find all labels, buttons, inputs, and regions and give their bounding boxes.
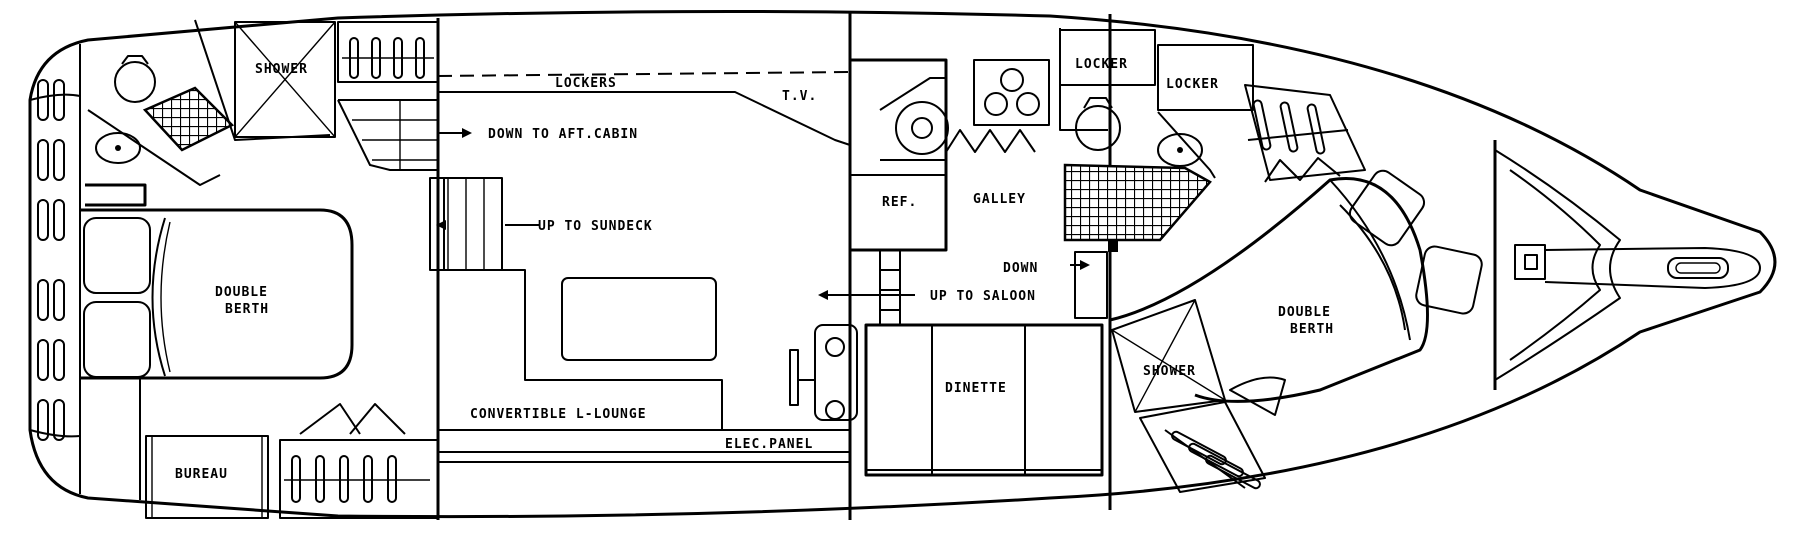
stairs-down-aft-cabin: DOWN TO AFT.CABIN — [337, 99, 638, 171]
forward-double-berth: DOUBLE BERTH — [1109, 169, 1483, 403]
aft-double-berth: DOUBLE BERTH — [80, 208, 354, 380]
tv-label: T.V. — [782, 89, 817, 104]
bow-anchor-locker — [1493, 140, 1761, 390]
aft-shower: SHOWER — [234, 21, 336, 138]
shower-fwd-label: SHOWER — [1143, 364, 1196, 379]
double-berth-fwd-label-1: DOUBLE — [1278, 305, 1331, 320]
stairs-up-sundeck: UP TO SUNDECK — [429, 177, 653, 271]
up-to-saloon-label: UP TO SALOON — [930, 289, 1036, 304]
locker-1-label: LOCKER — [1075, 57, 1128, 72]
aft-head — [85, 19, 331, 207]
convertible-l-lounge-label: CONVERTIBLE L-LOUNGE — [470, 407, 647, 422]
down-to-aft-cabin-label: DOWN TO AFT.CABIN — [488, 127, 638, 142]
galley-label: GALLEY — [973, 192, 1026, 207]
ref-label: REF. — [882, 195, 917, 210]
elec-panel-label: ELEC.PANEL — [725, 437, 813, 452]
aft-locker-hangers — [337, 21, 439, 83]
forward-bottom-locker — [1139, 401, 1266, 493]
forward-lockers — [1244, 84, 1366, 183]
shower-aft-label: SHOWER — [255, 62, 308, 77]
dinette-chairs — [789, 324, 858, 421]
forward-head: LOCKER LOCKER — [1059, 28, 1254, 252]
up-to-sundeck-label: UP TO SUNDECK — [538, 219, 653, 234]
double-berth-aft-label-2: BERTH — [225, 302, 269, 317]
locker-2-label: LOCKER — [1166, 77, 1219, 92]
hull-outline — [28, 9, 1777, 519]
forward-shower: SHOWER — [1111, 299, 1286, 416]
double-berth-fwd-label-2: BERTH — [1290, 322, 1334, 337]
bureau-label: BUREAU — [175, 467, 228, 482]
down-label: DOWN — [1003, 261, 1038, 276]
dinette: DINETTE — [864, 323, 1104, 477]
dinette-label: DINETTE — [945, 381, 1007, 396]
galley: REF. GALLEY UP TO SALOON — [818, 58, 1050, 325]
aft-bureau: BUREAU — [139, 378, 439, 519]
double-berth-aft-label-1: DOUBLE — [215, 285, 268, 300]
stairs-down-forward: DOWN — [1003, 251, 1108, 319]
lockers-label: LOCKERS — [555, 76, 617, 91]
swim-platform — [37, 79, 65, 441]
